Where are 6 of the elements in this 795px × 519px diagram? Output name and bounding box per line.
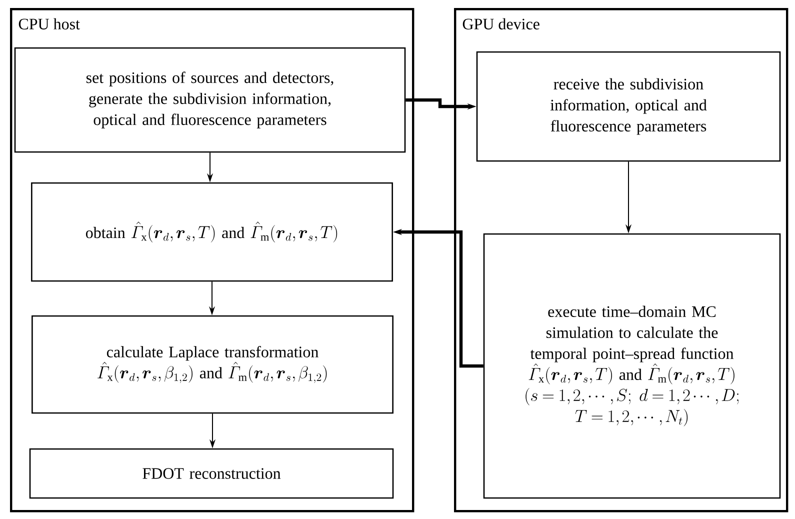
process-box: FDOT reconstruction [29, 448, 394, 499]
process-box: calculate Laplace transformation $\hat{\varGamma}_{\mathrm{x}}(\boldsymbol{r}_{d},\boldsymbol{r}_{s},\beta_{1,2})$ and $\hat{\varGamma}_{\mathrm{m}}(\boldsymbol{r}_{d},\boldsymbol{r}_{s},\beta_{1,2})$ [32, 315, 394, 414]
process-box: receive the subdivision information, optical and fluorescence parameters [476, 51, 781, 162]
process-box: set positions of sources and detectors, generate the subdivision information, optical and fluorescence parameters [14, 47, 406, 153]
process-box: obtain $\hat{\varGamma}_{\mathrm{x}}(\boldsymbol{r}_{d},\boldsymbol{r}_{s},T)$ and $\hat{\varGamma}_{\mathrm{m}}(\boldsymbol{r}_{d},\boldsymbol{r}_{s},T)$ [31, 182, 393, 282]
process-box: execute time–domain MC simulation to calculate the temporal point–spread function $\hat{\varGamma}_{\mathrm{x}}(\boldsymbol{r}_{d},\boldsymbol{r}_{s},T)$ and $\hat{\varGamma}_{\mathrm{m}}(\boldsymbol{r}_{d},\boldsymbol{r}_{s},T)$ $(s=1,2,\cdots,S;\ d=1,2\cdots,D;$ $T=1,2,\cdots,N_{t})$ [483, 233, 781, 499]
